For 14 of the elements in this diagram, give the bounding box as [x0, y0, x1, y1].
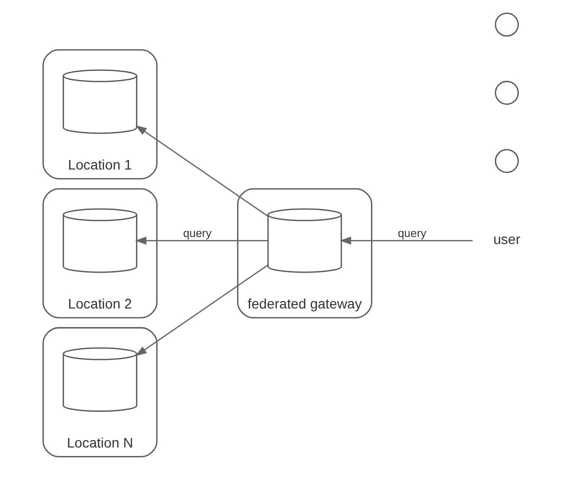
- arrow: [134, 236, 268, 245]
- node-circle: [494, 149, 518, 174]
- edge-label: query: [397, 228, 426, 240]
- cluster: Location 1: [42, 49, 157, 180]
- cluster: federated gateway: [236, 188, 372, 318]
- arrow: [134, 125, 268, 217]
- node-text: user: [492, 231, 520, 248]
- cluster: Location N: [42, 327, 157, 458]
- node-circle: [494, 80, 518, 105]
- node-circle: [494, 12, 518, 37]
- arrow: [339, 236, 472, 245]
- edge-label: query: [182, 228, 212, 240]
- cluster: Location 2: [42, 188, 157, 318]
- arrow: [134, 264, 268, 356]
